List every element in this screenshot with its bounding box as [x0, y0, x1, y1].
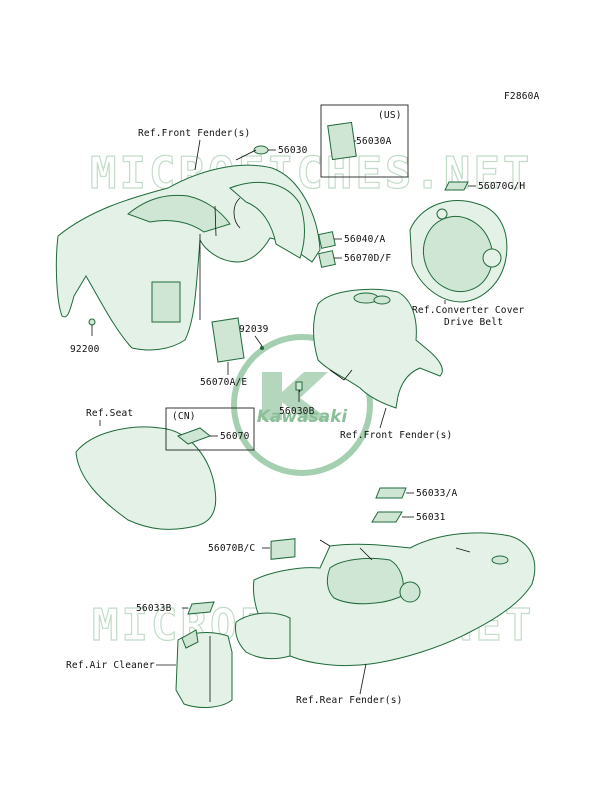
ref-air-cleaner: Ref.Air Cleaner: [66, 660, 155, 671]
kawasaki-logo: Kawasaki: [231, 334, 373, 476]
part-56030b: 56030B: [279, 381, 315, 417]
label-56070ae: 56070A/E: [200, 377, 247, 388]
ref-seat: Ref.Seat: [86, 408, 133, 419]
part-56070df: 56070D/F: [318, 250, 391, 268]
converter-cover-drawing: [409, 200, 508, 303]
figure-code: F2860A: [504, 91, 540, 102]
kawasaki-logo-text: Kawasaki: [257, 407, 349, 427]
label-56070bc: 56070B/C: [208, 543, 255, 554]
front-fender-drawing: [55, 164, 321, 351]
label-56040a: 56040/A: [344, 234, 386, 245]
label-92039: 92039: [239, 324, 269, 335]
label-56033a: 56033/A: [416, 488, 458, 499]
part-56033b: 56033B: [136, 601, 215, 615]
label-56070gh: 56070G/H: [478, 181, 525, 192]
tag-us: (US): [378, 110, 402, 121]
part-92039: 92039: [239, 324, 269, 350]
part-56070bc: 56070B/C: [208, 538, 296, 560]
part-56070gh: 56070G/H: [444, 181, 525, 192]
part-56040a: 56040/A: [318, 231, 386, 249]
label-56030a: 56030A: [356, 136, 392, 147]
ref-front-fender-top: Ref.Front Fender(s): [138, 128, 250, 139]
label-56070: 56070: [220, 431, 250, 442]
rear-fender-drawing: [235, 532, 536, 667]
cn-box: (CN) 56070: [165, 407, 255, 451]
ref-converter-cover: Ref.Converter Cover: [412, 305, 525, 316]
part-56031: 56031: [371, 511, 446, 523]
ref-rear-fender: Ref.Rear Fender(s): [296, 695, 403, 706]
tag-cn: (CN): [172, 411, 196, 422]
label-56033b: 56033B: [136, 603, 172, 614]
part-56070ae: 56070A/E: [200, 317, 247, 388]
ref-front-fender-mid: Ref.Front Fender(s): [340, 430, 452, 441]
part-56033a: 56033/A: [375, 487, 458, 499]
us-box: (US) 56030A: [320, 104, 409, 178]
ref-drive-belt: Drive Belt: [444, 317, 503, 328]
label-56070df: 56070D/F: [344, 253, 391, 264]
label-56030: 56030: [278, 145, 308, 156]
part-92200: 92200: [70, 318, 100, 355]
label-56030b: 56030B: [279, 406, 315, 417]
seat-drawing: [75, 426, 217, 530]
air-cleaner-drawing: [175, 629, 233, 708]
part-56030: 56030: [253, 145, 308, 156]
label-92200: 92200: [70, 344, 100, 355]
label-56031: 56031: [416, 512, 446, 523]
